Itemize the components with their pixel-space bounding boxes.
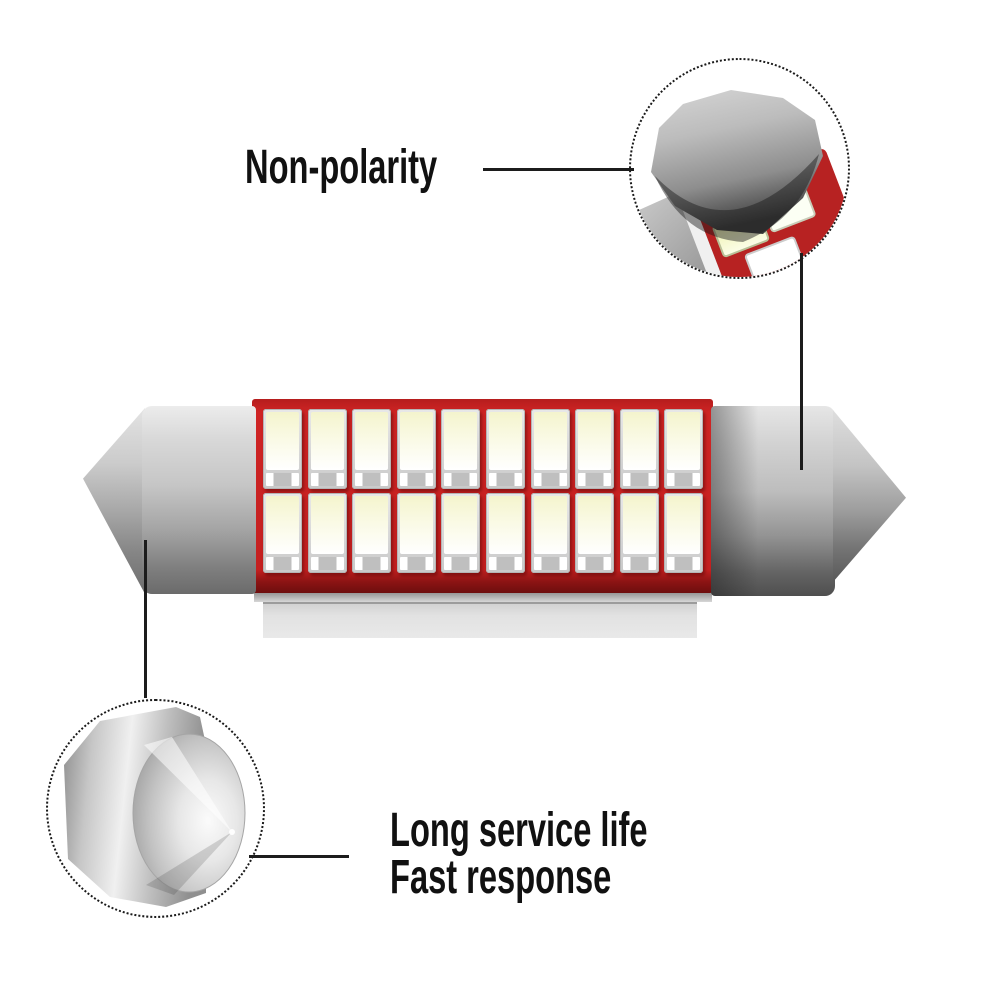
- bulb-base-plate: [263, 602, 697, 638]
- cone-highlight: [144, 737, 232, 832]
- leader-line-non-polarity: [483, 168, 634, 171]
- led-chip: [619, 409, 659, 489]
- callout-tip-circle: [46, 699, 265, 918]
- label-long-service-life: Long service life: [390, 804, 648, 857]
- led-chip: [486, 409, 525, 489]
- cap-rim-shadow: [655, 154, 819, 242]
- cone-shade: [146, 832, 232, 895]
- led-chip: [530, 493, 570, 573]
- label-non-polarity: Non-polarity: [245, 141, 438, 194]
- bulb-left-tip-cone: [83, 408, 145, 594]
- led-chip: [441, 493, 481, 573]
- led-chip: [352, 493, 392, 573]
- led-chip: [486, 493, 525, 573]
- metal-cap: [651, 90, 823, 234]
- tip-cone-face: [132, 733, 246, 893]
- leader-line-cap-end: [800, 253, 803, 470]
- led-chip: [307, 493, 347, 573]
- led-chip: [352, 409, 392, 489]
- led-chip: [263, 409, 302, 489]
- bulb-left-end-cap: [142, 406, 256, 594]
- led-chip: [530, 409, 570, 489]
- leader-line-tip: [144, 540, 147, 698]
- led-chip: [619, 493, 659, 573]
- bulb-heatsink-strip: [254, 592, 712, 602]
- label-fast-response: Fast response: [390, 851, 612, 904]
- led-chip: [575, 493, 615, 573]
- led-chip: [664, 493, 704, 573]
- led-array: [263, 409, 705, 573]
- bulb-right-tip-cone: [833, 410, 906, 582]
- cap-end-detail-illustration: [639, 90, 848, 277]
- led-chip: [307, 409, 347, 489]
- led-chip: [396, 409, 436, 489]
- led-chip: [396, 493, 436, 573]
- led-chip: [441, 409, 481, 489]
- led-chip: [744, 236, 806, 277]
- led-chip: [575, 409, 615, 489]
- callout-cap-end-circle: [629, 58, 850, 279]
- led-chip: [664, 409, 704, 489]
- cone-apex-glint: [229, 829, 235, 835]
- leader-line-features: [249, 855, 349, 858]
- led-chip: [263, 493, 302, 573]
- tip-detail-illustration: [64, 707, 246, 907]
- bulb-right-end-cap: [711, 406, 835, 596]
